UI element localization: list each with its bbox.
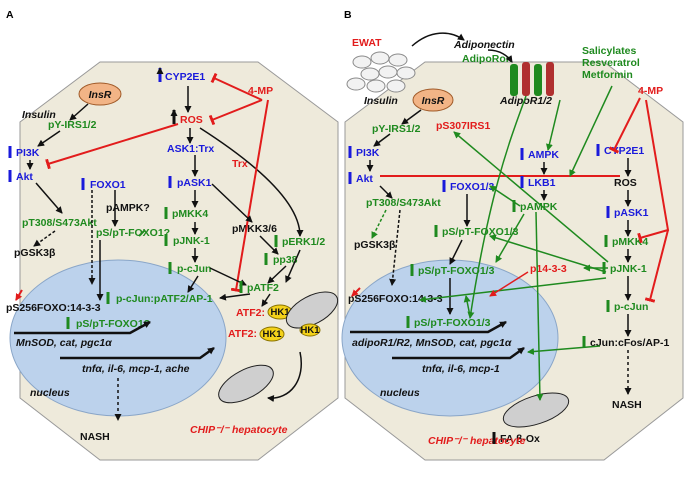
hk1-label-2-a: HK1 [262,329,282,340]
mitochondrion-b [502,392,570,428]
panel-b: B EWAT Adiponectin AdipoRon AdipoR1/2 Sa… [341,9,684,461]
pp38-a: pp38 [273,254,298,266]
promoter-line-2-b [392,346,525,360]
promoter-line-1-a [14,320,151,335]
pY-IRS-a: pY-IRS1/2 [48,119,97,131]
trx-a: Trx [232,158,248,170]
nucleus-label-a: nucleus [30,387,70,399]
pask1-b: pASK1 [614,207,649,219]
adipor-b: AdipoR1/2 [499,95,552,107]
hk1-label-1-a: HK1 [270,307,290,318]
mitochondrion-1-a [285,291,339,329]
fa-box-b: FA β-Ox [500,433,540,445]
adipocytes-b [346,51,416,93]
mitochondrion-2-a [218,364,274,404]
genes2-b: tnfα, il-6, mcp-1 [422,363,500,375]
cjun-ap1-b: cJun:cFos/AP-1 [590,337,670,349]
atf2-label-2-a: ATF2: [228,328,257,340]
akt-a: Akt [16,171,33,183]
perk-a: pERK1/2 [282,236,325,248]
insr-receptor-a [78,82,122,106]
foxo1-a: FOXO1 [90,179,126,191]
pjnk1-a: pJNK-1 [173,235,210,247]
pspt-foxo1-n-a: pS/pT-FOXO1? [76,318,150,330]
genes1-a: MnSOD, cat, pgc1α [16,337,112,349]
pi3k-a: PI3K [16,147,40,159]
pcjun-atf2-a: p-cJun:pATF2/AP-1 [116,293,213,305]
atf2-label-1-a: ATF2: [236,307,265,319]
hk1-label-3-a: HK1 [300,325,320,336]
pgsk3b-b: pGSK3β [354,239,396,251]
hk1-2-a [259,326,285,342]
drug-1-b: Salicylates [582,45,636,57]
promoter-line-1-b [350,320,507,334]
pi3k-b: PI3K [356,147,380,159]
foxo13-b: FOXO1/3 [450,181,495,193]
nucleus-label-b: nucleus [380,387,420,399]
adiporon-b: AdipoRon [462,53,512,65]
panel-a: A InsR Insulin pY-IRS1/2 PI3K Akt pT308/… [6,9,339,461]
insr-receptor-b [412,88,454,112]
ask1-trx-a: ASK1:Trx [167,143,214,155]
pmkk4-a: pMKK4 [172,208,208,220]
panel-letter-a: A [6,9,14,21]
pspt-foxo13-n-b: pS/pT-FOXO1/3 [414,317,491,329]
panel-letter-b: B [344,9,352,21]
4mp-a: 4-MP [248,85,273,97]
ewat-b: EWAT [352,37,382,49]
pspt-foxo1-a: pS/pT-FOXO1? [96,227,170,239]
akt-b: Akt [356,173,373,185]
genes2-a: tnfα, il-6, mcp-1, ache [82,363,190,375]
cyp2e1-a: CYP2E1 [165,71,205,83]
pS307-irs-b: pS307IRS1 [436,120,490,132]
insr-label-b: InsR [422,95,445,107]
genes1-b: adipoR1/R2, MnSOD, cat, pgc1α [352,337,512,349]
nash-b: NASH [612,399,642,411]
pjnk1-b: pJNK-1 [610,263,647,275]
pT-akt-a: pT308/S473Akt [22,217,97,229]
up-indicators-b [348,144,610,444]
pmkk36-a: pMKK3/6 [232,223,277,235]
up-indicators-a [8,67,278,329]
drug-2-b: Resveratrol [582,57,640,69]
arrows-b [351,32,670,401]
insulin-label-a: Insulin [22,109,56,121]
drug-3-b: Metformin [582,69,633,81]
patf2-a: pATF2 [247,282,279,294]
pspt-foxo13-c-b: pS/pT-FOXO1/3 [418,265,495,277]
p1433-b: p14-3-3 [530,263,567,275]
pask1-a: pASK1 [177,177,212,189]
pY-IRS-b: pY-IRS1/2 [372,123,421,135]
pspt-foxo13-b: pS/pT-FOXO1/3 [442,226,519,238]
pampk-a: pAMPK? [106,202,150,214]
hepatocyte-label-b: CHIP⁻/⁻ hepatocyte [428,435,526,447]
pT-akt-b: pT308/S473Akt [366,197,441,209]
promoter-line-2-a [60,346,215,360]
insulin-label-b: Insulin [364,95,398,107]
pampk-b: pAMPK [520,201,558,213]
adiponectin-b: Adiponectin [453,39,515,51]
arrow-hk1-mito-a [267,351,302,403]
ampk-b: AMPK [528,149,559,161]
hk1-3-a [299,323,321,337]
ros-a: ROS [180,114,203,126]
nash-a: NASH [80,431,110,443]
insr-label-a: InsR [89,89,112,101]
hepatocyte-label-a: CHIP⁻/⁻ hepatocyte [190,424,288,436]
lkb1-b: LKB1 [528,177,556,189]
arrows-a [15,72,304,421]
foxo-1433-a: pS256FOXO:14-3-3 [6,302,101,314]
pgsk3b-a: pGSK3β [14,247,56,259]
adipor-receptors-b [510,62,554,96]
4mp-b: 4-MP [638,85,663,97]
pcjun-b: p-cJun [614,301,648,313]
pcjun-a: p-cJun [177,263,211,275]
ros-b: ROS [614,177,637,189]
cyp2e1-b: CYP2E1 [604,145,644,157]
